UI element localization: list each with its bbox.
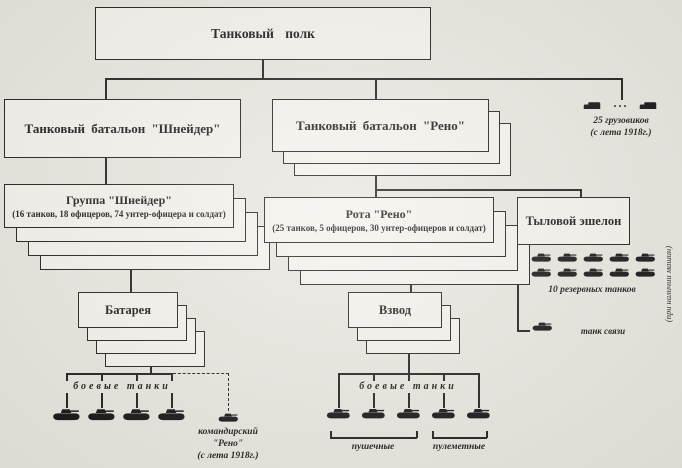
battalion-schneider-box: Танковый батальон "Шнейдер" bbox=[4, 99, 241, 158]
renault-company-box: Рота "Рено" (25 танков, 5 офицеров, 30 у… bbox=[264, 197, 494, 243]
commander-tank-label-3: (с лета 1918г.) bbox=[197, 451, 259, 461]
schneider-group-title: Группа "Шнейдер" bbox=[66, 192, 172, 207]
renault-company-title: Рота "Рено" bbox=[345, 206, 413, 221]
connector bbox=[130, 270, 132, 292]
battalion-schneider-title: Танковый батальон "Шнейдер" bbox=[24, 120, 221, 136]
liaison-tank-icon bbox=[531, 321, 553, 332]
dashed-bracket bbox=[173, 373, 229, 374]
rear-echelon-box: Тыловой эшелон bbox=[517, 197, 630, 245]
regiment-title: Танковый полк bbox=[211, 25, 315, 41]
commander-tank-icon bbox=[217, 412, 239, 423]
underbracket bbox=[486, 431, 488, 438]
connector bbox=[580, 189, 582, 197]
tank-icon bbox=[430, 407, 456, 420]
battery-box: Батарея bbox=[78, 292, 178, 328]
tank-icon bbox=[86, 407, 116, 422]
tank-icon bbox=[608, 267, 630, 278]
tank-icon bbox=[156, 407, 186, 422]
battery-bracket bbox=[66, 373, 173, 375]
connector bbox=[375, 189, 580, 191]
dashed-connector-commander bbox=[228, 373, 229, 411]
side-note: (при наличии машин) bbox=[663, 245, 673, 323]
platoon-combat-tanks-label: боевые танки bbox=[343, 381, 473, 393]
connector bbox=[375, 78, 377, 99]
connector bbox=[105, 78, 622, 80]
truck-icon bbox=[583, 101, 601, 111]
schneider-group-box: Группа "Шнейдер" (16 танков, 18 офицеров… bbox=[4, 184, 234, 228]
reserve-tanks-row bbox=[530, 267, 656, 278]
battery-tanks-row bbox=[51, 407, 186, 422]
ellipsis: ... bbox=[613, 96, 629, 110]
underbracket bbox=[416, 431, 418, 438]
battalion-renault-box: Танковый батальон "Рено" bbox=[272, 99, 489, 152]
underbracket bbox=[432, 431, 434, 438]
connector bbox=[621, 78, 623, 100]
rear-echelon-title: Тыловой эшелон bbox=[525, 214, 622, 228]
underbracket bbox=[330, 431, 332, 438]
connector bbox=[338, 373, 340, 408]
tank-icon bbox=[530, 252, 552, 263]
tank-icon bbox=[121, 407, 151, 422]
trucks-date-label: (с лета 1918г.) bbox=[590, 128, 652, 138]
rear-echelon-spine bbox=[517, 245, 519, 331]
connector bbox=[517, 330, 530, 332]
battery-combat-tanks-label: боевые танки bbox=[57, 381, 187, 393]
tank-icon bbox=[634, 252, 656, 263]
connector bbox=[375, 176, 377, 197]
tank-icon bbox=[582, 267, 604, 278]
tank-icon bbox=[325, 407, 351, 420]
tank-icon bbox=[582, 252, 604, 263]
platoon-tanks-row bbox=[325, 407, 491, 420]
reserve-tanks-row bbox=[530, 252, 656, 263]
battalion-renault-title: Танковый батальон "Рено" bbox=[296, 117, 465, 133]
tank-icon bbox=[634, 267, 656, 278]
tank-icon bbox=[530, 267, 552, 278]
connector bbox=[478, 373, 480, 408]
tank-icon bbox=[608, 252, 630, 263]
connector bbox=[105, 78, 107, 99]
schneider-group-details: (16 танков, 18 офицеров, 74 унтер-офицер… bbox=[12, 208, 226, 219]
connector bbox=[150, 367, 152, 373]
connector bbox=[262, 60, 264, 78]
underbracket-cannon bbox=[330, 437, 417, 439]
tank-icon bbox=[395, 407, 421, 420]
connector bbox=[105, 158, 107, 184]
tank-icon bbox=[360, 407, 386, 420]
platoon-title: Взвод bbox=[378, 303, 412, 317]
platoon-box: Взвод bbox=[348, 292, 442, 328]
cannon-tanks-label: пушечные bbox=[351, 442, 395, 452]
tank-icon bbox=[556, 267, 578, 278]
connector bbox=[410, 285, 412, 292]
mg-tanks-label: пулеметные bbox=[432, 442, 486, 452]
liaison-tank-label: танк связи bbox=[580, 326, 626, 336]
reserve-tanks-label: 10 резервных танков bbox=[548, 285, 636, 295]
commander-tank-label-2: "Рено" bbox=[212, 439, 244, 449]
commander-tank-label-1: командирский bbox=[198, 427, 258, 437]
renault-company-details: (25 танков, 5 офицеров, 30 унтер-офицеро… bbox=[272, 222, 486, 233]
underbracket-mg bbox=[432, 437, 487, 439]
trucks-count-label: 25 грузовиков bbox=[593, 116, 649, 126]
tank-icon bbox=[51, 407, 81, 422]
tank-icon bbox=[556, 252, 578, 263]
regiment-box: Танковый полк bbox=[95, 7, 431, 60]
truck-icon bbox=[639, 101, 657, 111]
connector bbox=[408, 354, 410, 373]
battery-title: Батарея bbox=[105, 303, 151, 317]
tank-icon bbox=[465, 407, 491, 420]
